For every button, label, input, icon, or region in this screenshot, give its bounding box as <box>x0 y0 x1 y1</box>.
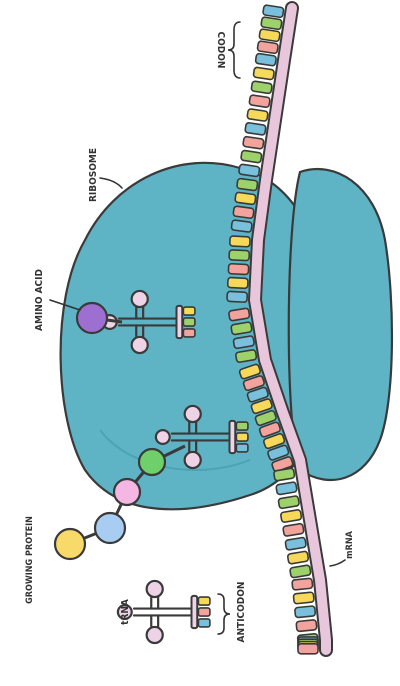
mrna-base <box>295 606 316 618</box>
label-ribosome: RIBOSOME <box>88 148 99 202</box>
codon-bracket <box>228 22 240 78</box>
trna-arm <box>151 615 158 627</box>
label-codon: CODON <box>215 32 226 69</box>
mrna-base <box>278 496 299 509</box>
label-anticodon: ANTICODON <box>236 582 247 643</box>
trna-loop <box>185 406 201 422</box>
mrna-base <box>227 291 247 302</box>
anticodon-base <box>236 444 248 452</box>
amino-acid-pink <box>114 479 140 505</box>
anticodon-base <box>198 608 210 616</box>
mrna-base <box>231 322 252 335</box>
mrna-base <box>253 67 274 80</box>
label-mrna: mRNA <box>345 530 355 558</box>
mrna-base <box>243 136 264 149</box>
mrna-base <box>239 164 260 177</box>
mrna-base <box>235 192 256 205</box>
mrna-base <box>292 578 313 590</box>
mrna-base <box>298 644 318 654</box>
mrna-base <box>245 122 266 135</box>
trna-loop <box>147 581 163 597</box>
mrna-base <box>285 537 306 550</box>
mrna-base <box>263 5 284 18</box>
trna-stem <box>134 609 192 616</box>
trna-anticodon-arm <box>177 306 183 338</box>
trna-loop <box>156 430 170 444</box>
trna-anticodon-arm <box>230 421 236 453</box>
anticodon-base <box>183 318 195 326</box>
amino-acid-green <box>139 449 165 475</box>
anticodon-base <box>236 422 248 430</box>
trna-arm <box>151 597 158 609</box>
mrna-base <box>229 250 249 261</box>
mrna-base <box>230 236 250 247</box>
mrna-base <box>249 95 270 108</box>
trna-loop <box>132 291 148 307</box>
mrna-base <box>259 29 280 42</box>
label-trna: tRNA <box>120 599 131 625</box>
trna-loop <box>147 627 163 643</box>
mrna-base <box>293 592 314 604</box>
mrna-base <box>276 482 297 495</box>
anticodon-base <box>183 307 195 315</box>
ribosome-small-subunit <box>289 169 392 480</box>
mrna-base <box>280 509 301 522</box>
mrna-base <box>255 53 276 66</box>
label-amino-acid: AMINO ACID <box>34 269 45 331</box>
mrna-base <box>235 349 256 362</box>
mrna-base <box>233 336 254 349</box>
anticodon-base <box>183 329 195 337</box>
ribosome-leader <box>100 178 122 188</box>
mrna-base <box>290 565 311 578</box>
trna-loop <box>185 452 201 468</box>
anticodon-bracket <box>218 594 230 634</box>
anticodon-base <box>198 619 210 627</box>
mrna-base <box>233 206 254 219</box>
anticodon-base <box>236 433 248 441</box>
mrna-leader <box>330 560 345 566</box>
trna-anticodon-arm <box>192 596 198 628</box>
mrna-base <box>273 468 294 481</box>
mrna-base <box>247 109 268 122</box>
amino-acid-purple <box>77 303 107 333</box>
mrna-base <box>296 620 317 632</box>
mrna-base <box>283 523 304 536</box>
mrna-base <box>228 277 248 288</box>
anticodon-base <box>198 597 210 605</box>
label-growing-protein: GROWING PROTEIN <box>25 516 35 604</box>
mrna-base <box>241 150 262 163</box>
amino-acid-blue <box>95 513 125 543</box>
mrna-base <box>237 178 258 191</box>
trna-free <box>118 581 210 643</box>
trna-loop <box>132 337 148 353</box>
mrna-base <box>261 17 282 30</box>
mrna-base <box>228 264 248 275</box>
amino-acid-yellow <box>55 529 85 559</box>
mrna-base <box>251 81 272 94</box>
mrna-base <box>228 308 249 321</box>
mrna-base <box>257 41 278 54</box>
mrna-base <box>287 551 308 564</box>
mrna-base <box>231 220 252 233</box>
